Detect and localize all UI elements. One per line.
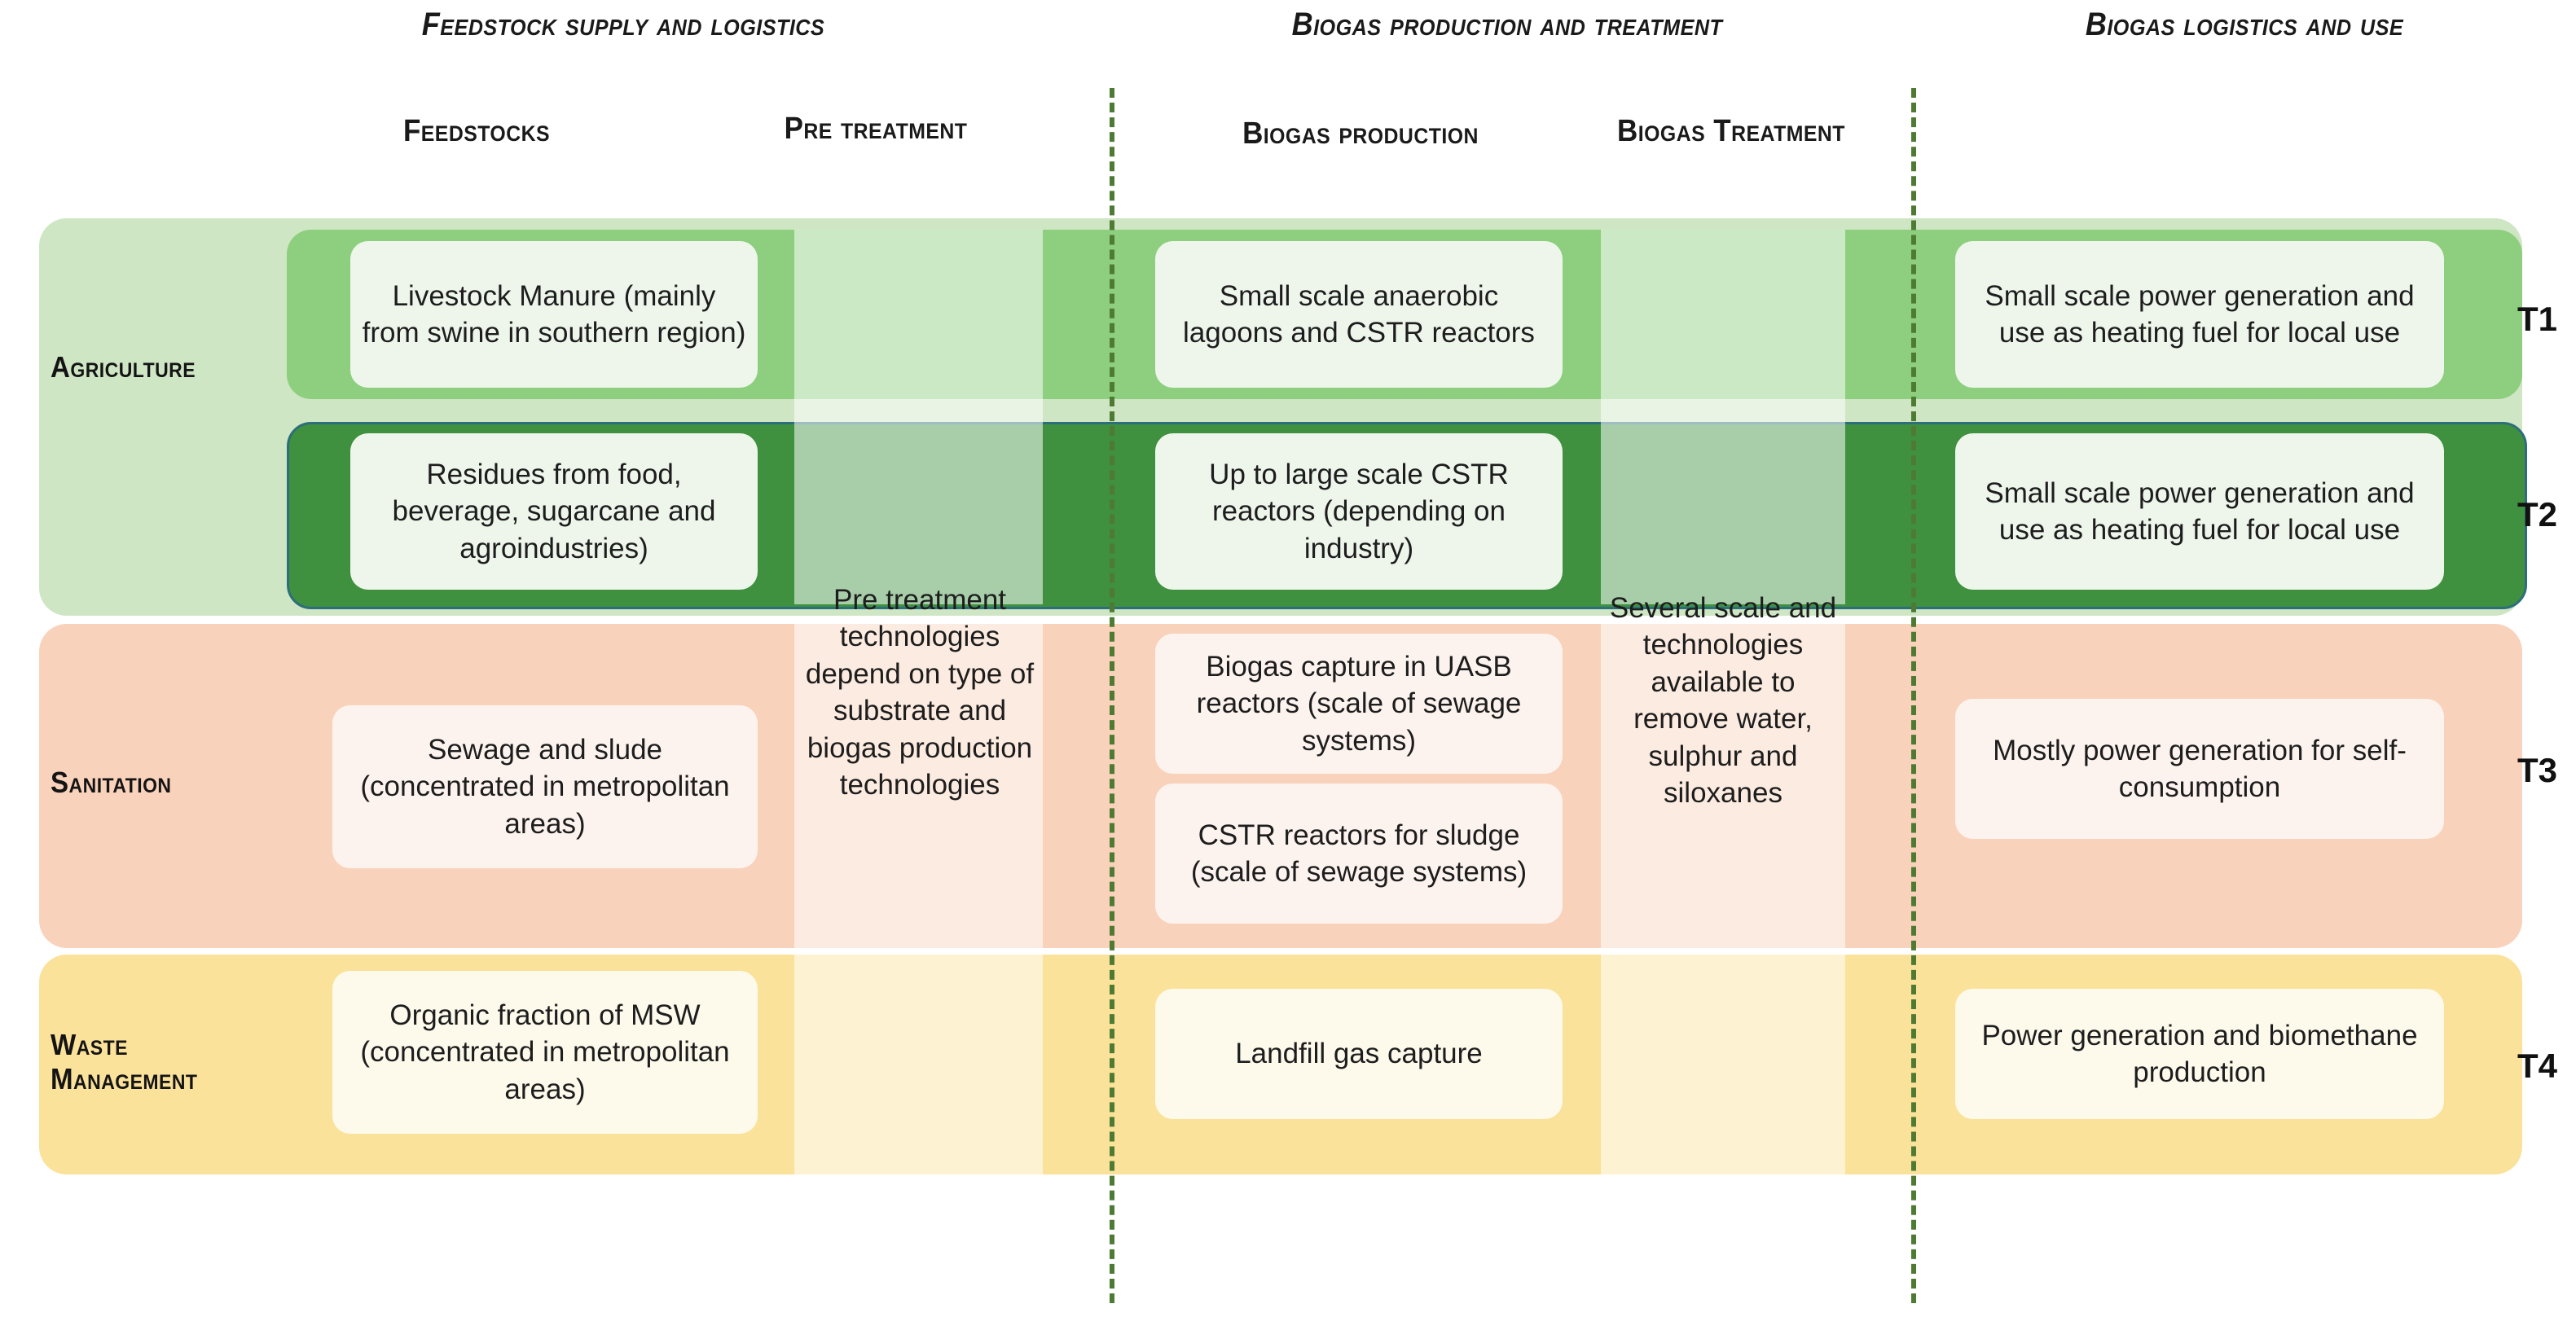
column-tint-treatment-agri bbox=[1601, 230, 1845, 604]
card-sanitation-use: Mostly power generation for self-consump… bbox=[1955, 699, 2444, 839]
card-agri-t2-feedstock: Residues from food, beverage, sugarcane … bbox=[350, 433, 758, 590]
column-tint-treatment-sani bbox=[1601, 624, 1845, 948]
column-header-feedstocks: Feedstocks bbox=[402, 114, 551, 148]
card-agri-t1-use: Small scale power generation and use as … bbox=[1955, 241, 2444, 388]
column-header-biogas-production: Biogas production bbox=[1242, 116, 1479, 151]
card-waste-production: Landfill gas capture bbox=[1155, 989, 1563, 1119]
row-label-waste-line1: Waste bbox=[51, 1028, 128, 1061]
card-agri-t2-use: Small scale power generation and use as … bbox=[1955, 433, 2444, 590]
column-header-pre-treatment: Pre treatment bbox=[784, 112, 968, 146]
card-agri-t1-production: Small scale anaerobic lagoons and CSTR r… bbox=[1155, 241, 1563, 388]
spanning-text-biogas-treatment: Several scale and technologies available… bbox=[1609, 591, 1837, 810]
group-header-feedstock-supply: Feedstock supply and logistics bbox=[421, 7, 825, 42]
row-label-agriculture: Agriculture bbox=[51, 350, 196, 384]
card-waste-use: Power generation and biomethane producti… bbox=[1955, 989, 2444, 1119]
row-label-waste-management: Waste Management bbox=[51, 1028, 275, 1097]
card-agri-t1-feedstock: Livestock Manure (mainly from swine in s… bbox=[350, 241, 758, 388]
column-header-biogas-treatment: Biogas Treatment bbox=[1617, 114, 1845, 148]
section-divider-logistics bbox=[1911, 88, 1916, 1303]
tier-label-t2: T2 bbox=[2517, 495, 2558, 533]
column-tint-pretreatment-sani bbox=[794, 624, 1043, 948]
tier-label-t4: T4 bbox=[2517, 1047, 2558, 1085]
card-sanitation-feedstock: Sewage and slude (concentrated in metrop… bbox=[332, 705, 758, 868]
section-divider-production bbox=[1110, 88, 1114, 1303]
row-label-waste-line2: Management bbox=[51, 1062, 198, 1096]
column-tint-treatment-waste bbox=[1601, 955, 1845, 1174]
spanning-text-pre-treatment: Pre treatment technologies depend on typ… bbox=[805, 583, 1035, 801]
column-tint-pretreatment-agri bbox=[794, 230, 1043, 604]
group-header-biogas-logistics: Biogas logistics and use bbox=[2085, 7, 2404, 42]
group-header-biogas-production: Biogas production and treatment bbox=[1291, 7, 1723, 42]
row-label-sanitation: Sanitation bbox=[51, 766, 172, 799]
tier-label-t3: T3 bbox=[2517, 751, 2558, 789]
card-agri-t2-production: Up to large scale CSTR reactors (dependi… bbox=[1155, 433, 1563, 590]
card-sanitation-production-cstr: CSTR reactors for sludge (scale of sewag… bbox=[1155, 784, 1563, 924]
column-tint-pretreatment-waste bbox=[794, 955, 1043, 1174]
card-waste-feedstock: Organic fraction of MSW (concentrated in… bbox=[332, 971, 758, 1134]
card-sanitation-production-uasb: Biogas capture in UASB reactors (scale o… bbox=[1155, 634, 1563, 774]
tier-label-t1: T1 bbox=[2517, 300, 2558, 338]
